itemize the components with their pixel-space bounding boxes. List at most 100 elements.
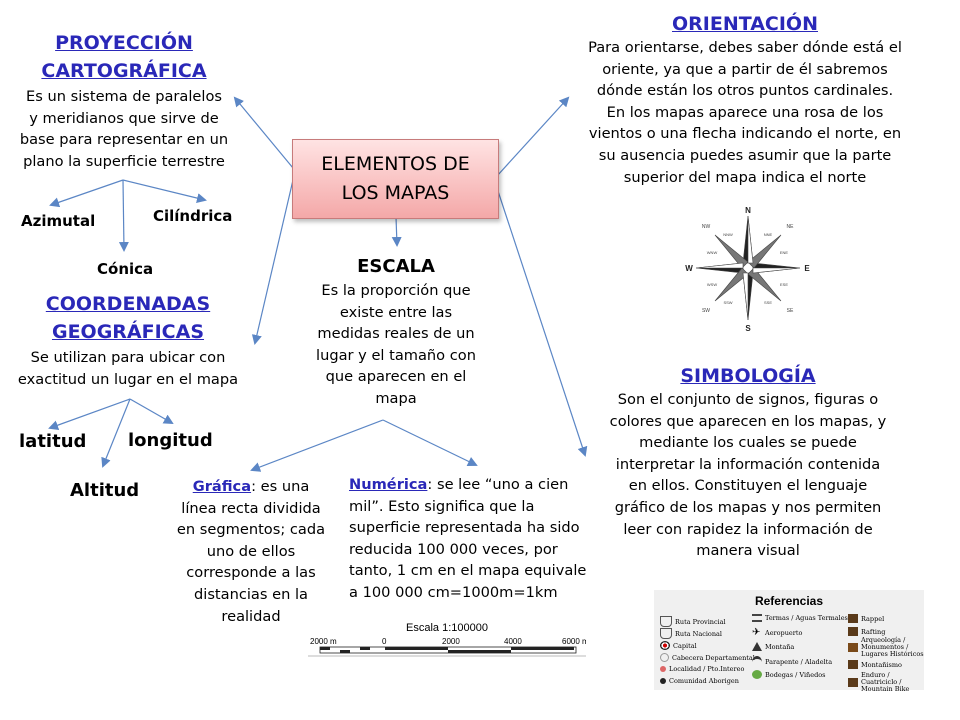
paraglider-icon	[752, 656, 762, 668]
legend-item-label: Aeropuerto	[765, 628, 803, 637]
compass-nw-label: NW	[702, 224, 711, 230]
scale-tick-label: 2000 m	[310, 637, 337, 646]
arrow-to-longitud	[129, 398, 174, 424]
simbologia-body-line: interpretar la información contenida	[615, 455, 881, 473]
numerica-line: superficie representada ha sido	[349, 519, 580, 537]
route-shield-icon	[660, 628, 672, 639]
orientacion-section: ORIENTACIÓN Para orientarse, debes saber…	[575, 10, 915, 188]
compass-ese-label: ESE	[780, 282, 788, 287]
proyeccion-title-line2: CARTOGRÁFICA	[41, 60, 207, 82]
scale-bar-title: Escala 1:100000	[406, 622, 488, 634]
arrow-to-altitud	[101, 398, 131, 468]
legend-item: Ruta Provincial	[660, 616, 726, 627]
arrow-to-grafica	[250, 419, 384, 472]
orientacion-body-line: dónde están los otros puntos cardinales.	[596, 82, 894, 100]
orientacion-body: Para orientarse, debes saber dónde está …	[575, 37, 915, 188]
escala-body-line: que aparecen en el	[325, 368, 467, 386]
arrow-to-simbologia	[496, 187, 588, 457]
legend-item-label: Capital	[673, 641, 697, 650]
cilindrica-label: Cilíndrica	[153, 207, 233, 225]
escala-body-line: lugar y el tamaño con	[316, 346, 476, 364]
compass-n-label: N	[745, 206, 751, 215]
grafica-line: corresponde a las	[186, 564, 316, 582]
legend-item: Rafting	[848, 627, 885, 636]
climbing-icon	[848, 660, 858, 669]
grafica-line: en segmentos; cada	[176, 521, 326, 539]
escala-section: ESCALA Es la proporción que existe entre…	[298, 256, 494, 410]
compass-ene-label: ENE	[780, 250, 789, 255]
center-title-line2: LOS MAPAS	[341, 182, 450, 204]
legend-item: Bodegas / Viñedos	[752, 670, 826, 679]
legend-title: Referencias	[754, 594, 824, 608]
grafica-section: Gráfica: es una línea recta dividida en …	[170, 476, 332, 627]
orientacion-body-line: oriente, ya que a partir de él sabremos	[602, 60, 888, 78]
compass-nne-label: NNE	[764, 232, 773, 237]
longitud-label: longitud	[128, 430, 213, 451]
proyeccion-body-line: y meridianos que sirve de	[29, 109, 219, 127]
azimutal-label: Azimutal	[21, 212, 96, 230]
thermal-waves-icon	[752, 614, 762, 622]
scale-bar-image: Escala 1:100000 2000 m 0 2000 4000 6000 …	[308, 616, 589, 658]
coordenadas-body-line: Se utilizan para ubicar con	[30, 349, 226, 366]
latitud-label: latitud	[19, 431, 87, 452]
simbologia-body-line: manera visual	[696, 542, 800, 560]
simbologia-section: SIMBOLOGÍA Son el conjunto de signos, fi…	[590, 362, 906, 562]
arrow-to-cilindrica	[122, 179, 207, 203]
proyeccion-body-line: Es un sistema de paralelos	[25, 88, 222, 105]
legend-item: Arqueología / Monumentos / Lugares Histó…	[848, 637, 924, 658]
compass-sw-label: SW	[702, 308, 710, 314]
airplane-icon: ✈	[752, 627, 761, 638]
simbologia-body-line: Son el conjunto de signos, figuras o	[617, 391, 879, 408]
grafica-line: línea recta dividida	[181, 499, 321, 517]
legend-item: Parapente / Aladelta	[752, 656, 832, 668]
grafica-line: realidad	[221, 607, 281, 625]
grafica-rest: : es una	[251, 478, 310, 495]
compass-wsw-label: WSW	[707, 282, 717, 287]
compass-sse-label: SSE	[764, 300, 772, 305]
numerica-line: mil”. Esto significa que la	[349, 497, 535, 515]
compass-ne-label: NE	[787, 224, 795, 230]
compass-se-label: SE	[787, 308, 794, 314]
legend-item-label: Enduro / Cuatriciclo / Mountain Bike	[861, 671, 910, 693]
monument-icon	[848, 643, 858, 652]
arrow-to-escala	[391, 216, 402, 247]
legend-item-label: Montañismo	[861, 660, 902, 669]
numerica-first-line: Numérica: se lee “uno a cien	[349, 474, 599, 496]
proyeccion-body: Es un sistema de paralelos y meridianos …	[8, 86, 240, 172]
arrow-to-conica	[118, 179, 129, 252]
simbologia-body-line: leer con rapidez la información de	[623, 520, 873, 538]
coordenadas-body-line: exactitud un lugar en el mapa	[17, 370, 239, 388]
compass-e-label: E	[804, 264, 810, 273]
simbologia-body-line: gráfico de los mapas y nos permiten	[614, 498, 882, 516]
scale-tick-label: 4000	[504, 637, 522, 646]
simbologia-body-line: mediante los cuales se puede	[639, 434, 857, 452]
orientacion-body-line: vientos o una flecha indicando el norte,…	[588, 125, 902, 143]
proyeccion-section: PROYECCIÓN CARTOGRÁFICA Es un sistema de…	[8, 29, 240, 172]
grafica-line: uno de ellos	[206, 542, 296, 560]
legend-item: ✈ Aeropuerto	[752, 627, 803, 638]
rafting-icon	[848, 627, 858, 636]
conica-label: Cónica	[97, 260, 154, 278]
coordenadas-title-line1: COORDENADAS	[45, 293, 211, 315]
proyeccion-body-line: base para representar en un	[19, 131, 229, 149]
legend-item: Rappel	[848, 614, 884, 623]
grafica-label: Gráfica	[192, 478, 252, 495]
legend-item: Ruta Nacional	[660, 628, 722, 639]
compass-s-label: S	[745, 324, 751, 333]
legend-item: Termas / Aguas Termales	[752, 614, 848, 622]
legend-item-label: Ruta Provincial	[675, 617, 726, 626]
numerica-label: Numérica	[349, 476, 428, 493]
escala-body-line: Es la proporción que	[321, 282, 471, 299]
capital-dot-icon	[660, 641, 670, 650]
numerica-section: Numérica: se lee “uno a cien mil”. Esto …	[349, 474, 599, 604]
mountain-icon	[752, 642, 762, 651]
legend-item: Capital	[660, 641, 697, 650]
escala-body-line: mapa	[375, 389, 417, 407]
legend-item: Cabecera Departamental	[660, 653, 755, 662]
arrow-to-coordenadas	[251, 179, 294, 345]
escala-body-line: medidas reales de un	[317, 325, 475, 343]
simbologia-body: Son el conjunto de signos, figuras o col…	[590, 389, 906, 562]
grafica-line: distancias en la	[194, 585, 308, 603]
numerica-line: a 100 000 cm=1000m=1km	[349, 583, 558, 601]
